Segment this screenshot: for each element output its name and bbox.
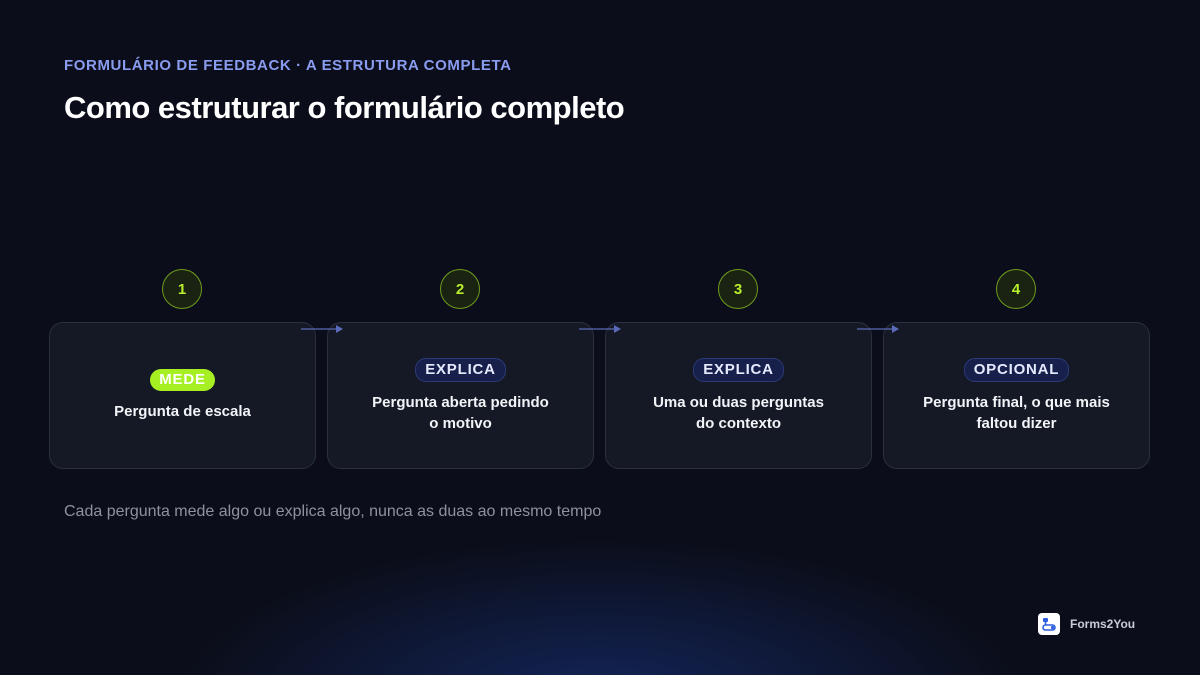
step-card-2: EXPLICA Pergunta aberta pedindo o motivo <box>327 322 594 469</box>
step-number-1: 1 <box>162 269 202 309</box>
step-badge-explica: EXPLICA <box>693 357 784 382</box>
step-card-3: EXPLICA Uma ou duas perguntas do context… <box>605 322 872 469</box>
step-card-text: Uma ou duas perguntas do contexto <box>653 393 824 432</box>
footnote: Cada pergunta mede algo ou explica algo,… <box>64 503 602 520</box>
page-title: Como estruturar o formulário completo <box>64 90 625 125</box>
arrow-right-icon <box>579 325 621 333</box>
arrow-right-icon <box>301 325 343 333</box>
step-card-4: OPCIONAL Pergunta final, o que mais falt… <box>883 322 1150 469</box>
arrow-right-icon <box>857 325 899 333</box>
step-number-3: 3 <box>718 269 758 309</box>
step-number-2: 2 <box>440 269 480 309</box>
brand: Forms2You <box>1038 613 1135 635</box>
brand-name: Forms2You <box>1070 617 1136 631</box>
eyebrow-label: FORMULÁRIO DE FEEDBACK · A ESTRUTURA COM… <box>64 57 512 74</box>
step-badge-opcional: OPCIONAL <box>963 357 1070 382</box>
step-badge-mede: MEDE <box>150 369 215 391</box>
step-card-text: Pergunta de escala <box>114 403 251 420</box>
step-card-text: Pergunta final, o que mais faltou dizer <box>923 393 1110 432</box>
step-number-4: 4 <box>996 269 1036 309</box>
forms2you-logo-icon <box>1038 613 1060 635</box>
step-card-text: Pergunta aberta pedindo o motivo <box>372 393 549 432</box>
step-card-1: MEDE Pergunta de escala <box>49 322 316 469</box>
step-badge-explica: EXPLICA <box>415 357 506 382</box>
